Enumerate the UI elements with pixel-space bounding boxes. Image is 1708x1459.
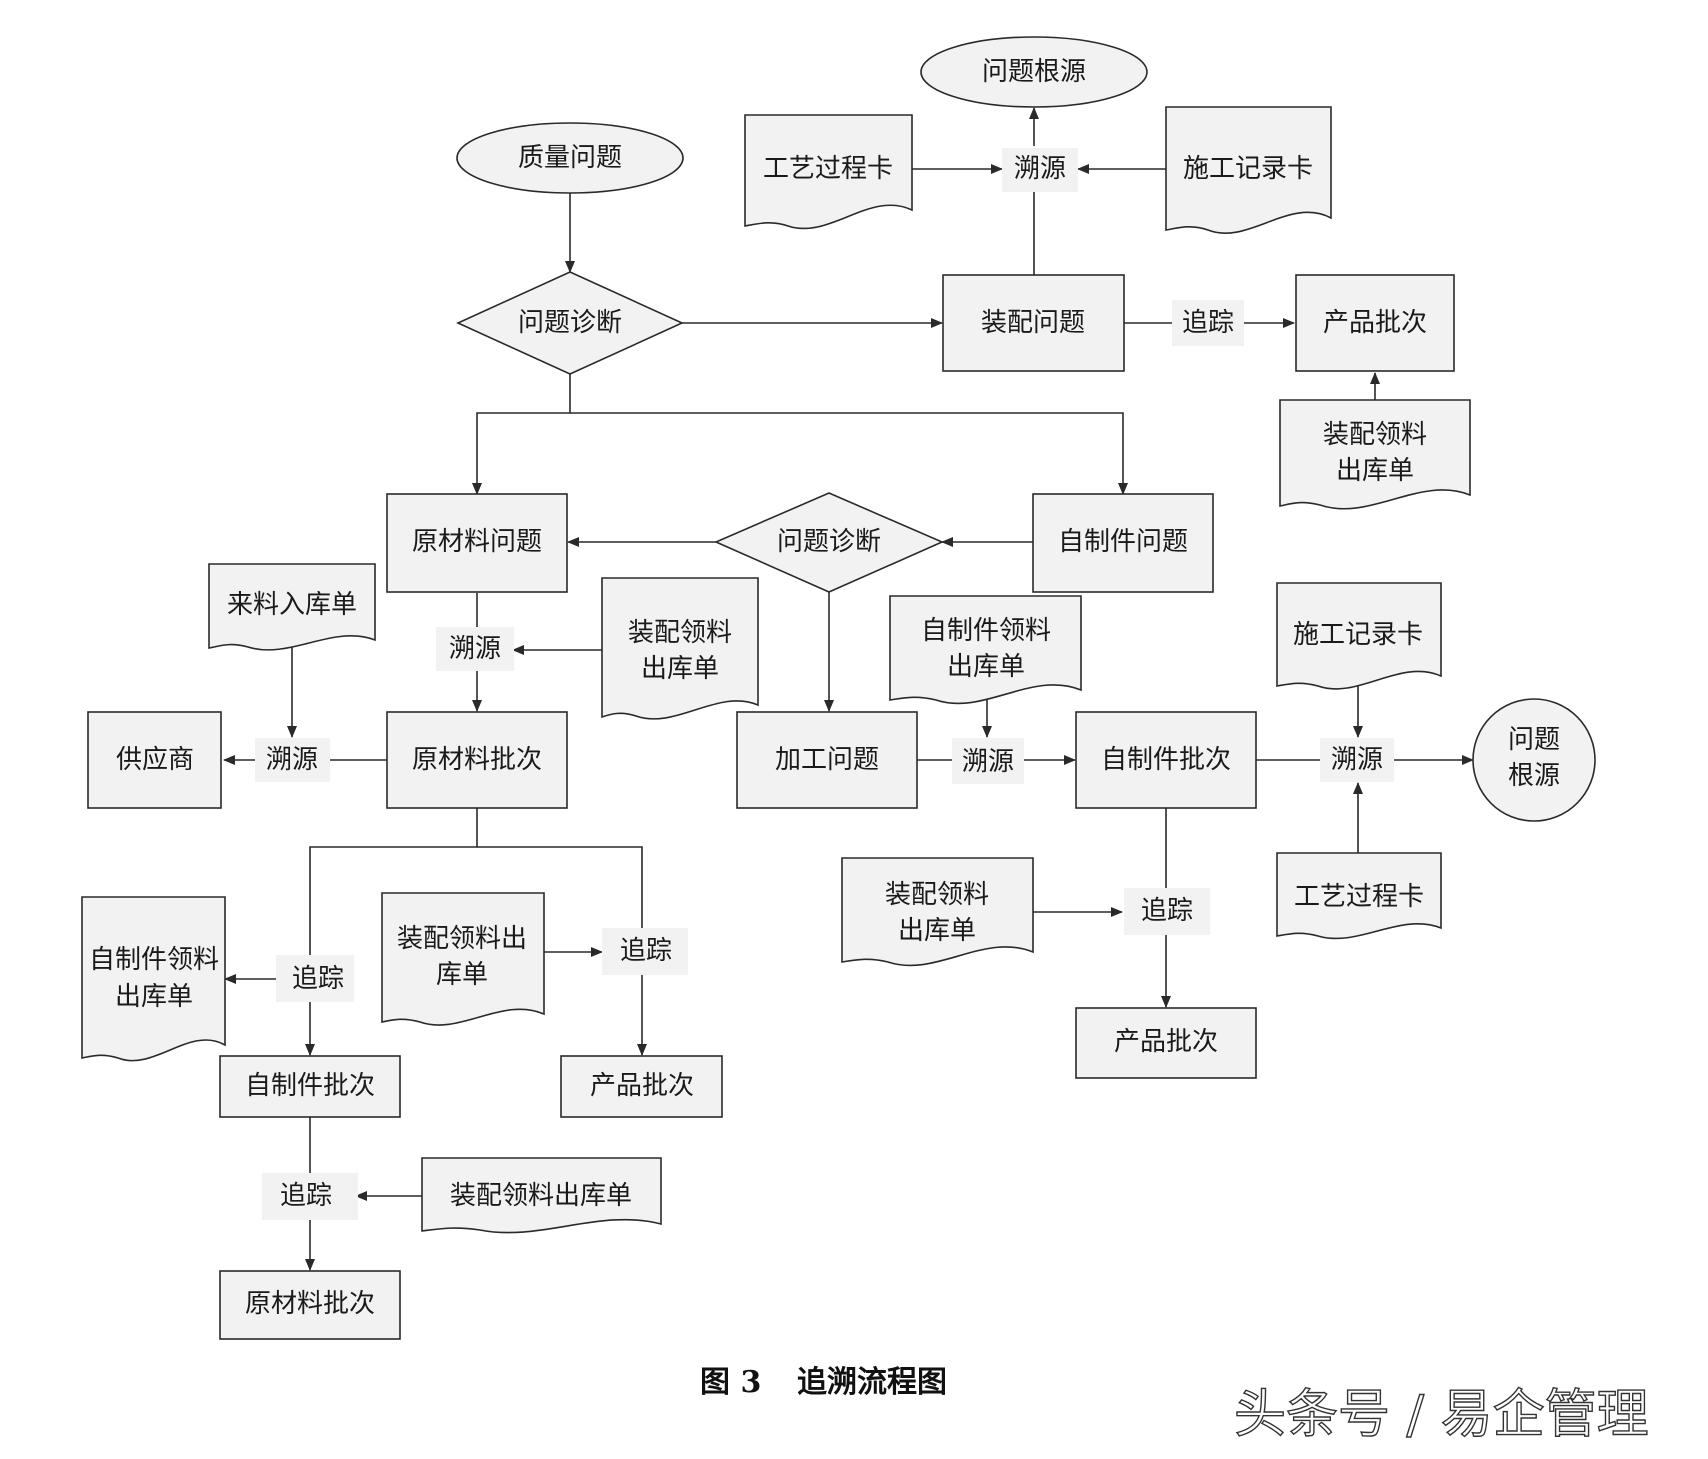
start-quality-problem [456, 122, 684, 194]
label-diagnosis-mid: 问题诊断 [777, 527, 881, 557]
raw-problem-box [386, 493, 568, 593]
label-assembly-slip-mid-2: 出库单 [641, 654, 719, 684]
selfmade-batch-right-box [1075, 711, 1257, 809]
label-supplier: 供应商 [116, 745, 194, 775]
label-assembly-slip-mid-1: 装配领料 [628, 618, 732, 648]
label-track-right: 追踪 [1141, 896, 1193, 926]
raw-batch-box [386, 711, 568, 809]
process-card-top-doc [744, 114, 913, 230]
label-product-batch-top: 产品批次 [1323, 308, 1427, 338]
label-root-right-1: 问题 [1508, 725, 1560, 755]
root-cause-top [920, 36, 1148, 108]
assembly-slip-top-doc [1279, 399, 1471, 510]
label-product-batch-left: 产品批次 [590, 1071, 694, 1101]
label-construction-card-top: 施工记录卡 [1183, 154, 1313, 184]
label-machining-problem: 加工问题 [775, 745, 879, 775]
label-raw-problem: 原材料问题 [412, 527, 542, 557]
selfmade-slip-mid-doc [889, 595, 1082, 705]
label-track-top: 追踪 [1182, 308, 1234, 338]
label-track-left2: 追踪 [620, 936, 672, 966]
machining-problem-box [736, 711, 918, 809]
label-assembly-slip-top-1: 装配领料 [1323, 420, 1427, 450]
label-raw-batch: 原材料批次 [412, 745, 542, 775]
diagnosis-diamond-mid [714, 492, 944, 593]
assembly-slip-left-doc [381, 892, 545, 1026]
label-quality-problem: 质量问题 [518, 143, 622, 173]
label-selfmade-slip-mid-2: 出库单 [947, 652, 1025, 682]
label-selfmade-slip-left-1: 自制件领料 [89, 945, 219, 975]
label-assembly-slip-top-2: 出库单 [1336, 456, 1414, 486]
label-selfmade-batch-right: 自制件批次 [1101, 745, 1231, 775]
label-trace-source-machining: 溯源 [962, 747, 1014, 777]
construction-card-top-doc [1165, 106, 1332, 234]
label-process-card-top: 工艺过程卡 [763, 154, 893, 184]
label-assembly-slip-right-2: 出库单 [898, 916, 976, 946]
label-process-card-right: 工艺过程卡 [1294, 882, 1424, 912]
selfmade-problem-box [1032, 493, 1214, 593]
raw-batch-bottom-box [219, 1270, 401, 1340]
assembly-slip-right-doc [841, 857, 1034, 967]
label-assembly-problem: 装配问题 [981, 308, 1085, 338]
selfmade-batch-left-box [219, 1055, 401, 1118]
figure-number: 图 3 [700, 1365, 761, 1400]
product-batch-right-box [1075, 1007, 1257, 1079]
process-card-right-doc [1276, 852, 1442, 940]
root-cause-right [1472, 698, 1596, 822]
diagnosis-diamond-top [456, 271, 684, 375]
label-track-left: 追踪 [292, 964, 344, 994]
assembly-slip-mid-doc [601, 577, 759, 720]
label-diagnosis-top: 问题诊断 [518, 308, 622, 338]
label-construction-card-right: 施工记录卡 [1293, 620, 1423, 650]
selfmade-slip-left-doc [81, 896, 226, 1062]
label-selfmade-slip-left-2: 出库单 [115, 982, 193, 1012]
label-trace-source-right: 溯源 [1331, 745, 1383, 775]
label-trace-source-top: 溯源 [1014, 154, 1066, 184]
label-incoming-slip: 来料入库单 [227, 590, 357, 620]
supplier-box [87, 711, 222, 809]
label-assembly-slip-bottom: 装配领料出库单 [450, 1181, 632, 1211]
watermark-text: 头条号 / 易企管理 [1234, 1385, 1649, 1445]
product-batch-top-box [1295, 274, 1455, 372]
construction-card-right-doc [1276, 582, 1442, 690]
label-selfmade-problem: 自制件问题 [1058, 527, 1188, 557]
label-raw-batch-bottom: 原材料批次 [245, 1289, 375, 1319]
label-root-right-2: 根源 [1508, 761, 1560, 791]
assembly-slip-bottom-doc [421, 1157, 662, 1234]
label-product-batch-right: 产品批次 [1114, 1027, 1218, 1057]
label-assembly-slip-left-2: 库单 [436, 960, 488, 990]
label-selfmade-slip-mid-1: 自制件领料 [921, 616, 1051, 646]
label-selfmade-batch-left: 自制件批次 [245, 1071, 375, 1101]
product-batch-left-box [560, 1055, 723, 1118]
assembly-problem-box [942, 274, 1125, 372]
edges [223, 107, 1474, 1271]
label-trace-source-raw: 溯源 [449, 634, 501, 664]
label-trace-source-supplier: 溯源 [266, 745, 318, 775]
incoming-slip-doc [208, 563, 376, 651]
label-track-bottom: 追踪 [280, 1181, 332, 1211]
label-assembly-slip-right-1: 装配领料 [885, 880, 989, 910]
label-root-top: 问题根源 [982, 57, 1086, 87]
label-assembly-slip-left-1: 装配领料出 [397, 924, 527, 954]
figure-title: 追溯流程图 [797, 1365, 947, 1400]
